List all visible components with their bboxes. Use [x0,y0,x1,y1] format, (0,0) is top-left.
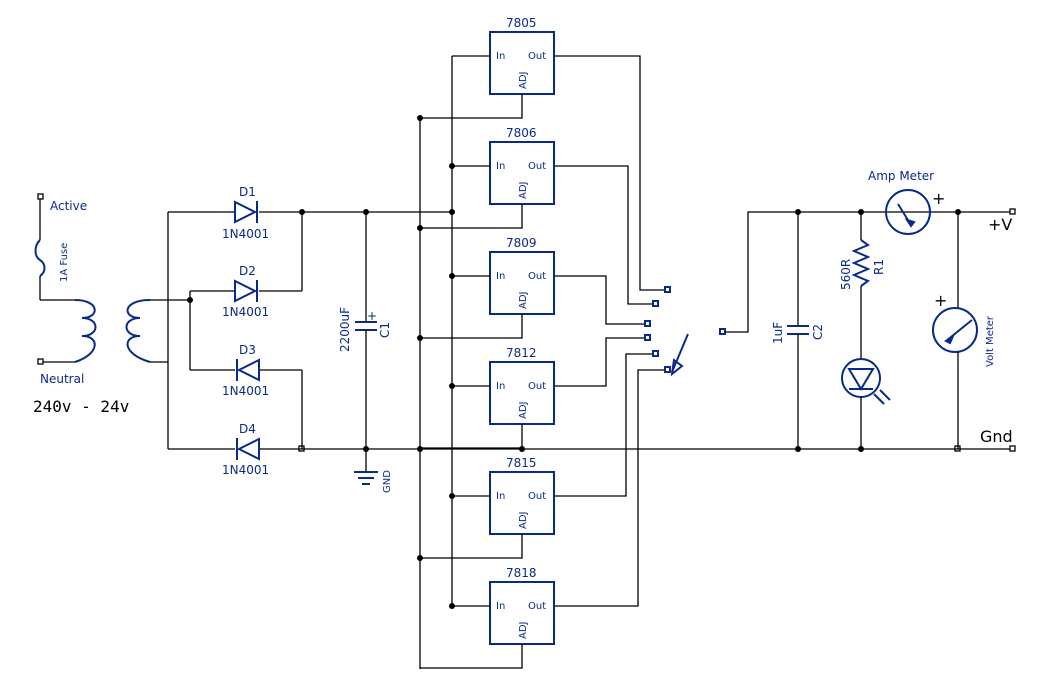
pin-in-label: In [496,601,505,612]
d4-label: D4 [239,422,256,436]
amp-meter-icon [885,189,931,235]
c2-name-label: C2 [811,324,825,340]
switch-contact-2 [652,300,659,307]
pin-in-label: In [496,381,505,392]
pin-adj-label: ADJ [518,402,529,420]
amp-meter-polarity: + [932,189,945,208]
amp-meter: Amp Meter + [868,169,945,235]
ground-output-label: Gnd [980,427,1013,446]
pin-adj-label: ADJ [518,72,529,90]
d3-part-label: 1N4001 [222,384,269,398]
d4-part-label: 1N4001 [222,463,269,477]
gnd-symbol-label: GND [382,470,393,493]
positive-output-terminal [1009,208,1016,215]
pin-adj-label: ADJ [518,512,529,530]
d1-part-label: 1N4001 [222,227,269,241]
switch-contact-6 [664,366,671,373]
d1-label: D1 [239,185,256,199]
mains-input: Active 1A Fuse Neutral 240v - 24v [33,193,129,416]
pin-in-label: In [496,161,505,172]
neutral-terminal [37,358,44,365]
pin-adj-label: ADJ [518,292,529,310]
regulator-name: 7809 [506,236,537,250]
capacitor-c1: + 2200uF C1 [338,209,392,452]
diode-d2: D2 1N4001 [222,264,269,319]
c1-polarity: + [367,309,377,323]
pin-adj-label: ADJ [518,182,529,200]
regulator-name: 7805 [506,16,537,30]
pin-adj-label: ADJ [518,622,529,640]
active-terminal [37,193,44,200]
diode-d1: D1 1N4001 [222,185,269,241]
volt-meter-icon [932,307,978,353]
d2-part-label: 1N4001 [222,305,269,319]
led-icon [847,368,875,391]
volt-meter: + Volt Meter +V Gnd [932,208,1016,452]
transformer-secondary-coil [125,299,151,363]
regulator-name: 7815 [506,456,537,470]
d2-label: D2 [239,264,256,278]
pin-out-label: Out [528,271,546,282]
bridge-rectifier: D1 1N4001 D2 1N4001 D3 1N4001 D4 1N4001 [167,185,1010,477]
r1-value-label: 560R [839,259,853,290]
c1-name-label: C1 [378,322,392,338]
switch-contact-1 [664,286,671,293]
pin-in-label: In [496,51,505,62]
led-body [841,358,881,398]
switch-contact-4 [644,334,651,341]
capacitor-c2: 1uF C2 [771,209,825,452]
pin-out-label: Out [528,601,546,612]
volt-meter-polarity: + [934,291,947,310]
ground-output-terminal [1009,445,1016,452]
transformer-rating-label: 240v - 24v [33,397,129,416]
diode-d3: D3 1N4001 [222,343,269,398]
positive-output-label: +V [988,215,1012,234]
ground-symbol: GND [354,449,393,493]
pin-out-label: Out [528,161,546,172]
d3-label: D3 [239,343,256,357]
selector-switch [555,55,958,607]
transformer [74,299,190,363]
resistor-r1-and-led: 560R R1 [839,209,891,452]
fuse-symbol [34,239,46,277]
switch-wiper [671,333,689,373]
switch-contact-5 [652,350,659,357]
pin-out-label: Out [528,381,546,392]
fuse-label: 1A Fuse [59,243,70,282]
pin-in-label: In [496,491,505,502]
diode-d4: D4 1N4001 [222,422,269,477]
switch-common-terminal [719,328,726,335]
amp-meter-label: Amp Meter [868,169,934,183]
regulator-name: 7812 [506,346,537,360]
regulator-name: 7806 [506,126,537,140]
neutral-label: Neutral [40,372,84,386]
volt-meter-label: Volt Meter [985,315,996,367]
regulator-buses [417,56,455,669]
c1-value-label: 2200uF [338,307,352,352]
switch-contact-3 [644,320,651,327]
resistor-r1 [851,239,871,287]
pin-in-label: In [496,271,505,282]
r1-name-label: R1 [872,259,886,275]
pin-out-label: Out [528,51,546,62]
active-label: Active [50,199,87,213]
c2-value-label: 1uF [771,322,785,344]
pin-out-label: Out [528,491,546,502]
transformer-primary-coil [74,299,97,363]
regulator-name: 7818 [506,566,537,580]
